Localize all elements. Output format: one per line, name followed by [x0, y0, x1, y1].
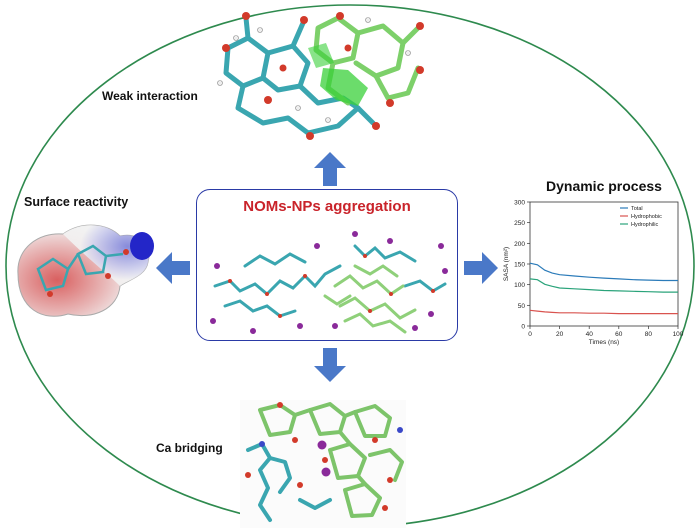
arrow-up	[314, 152, 346, 186]
aggregation-title: NOMs-NPs aggregation	[243, 198, 411, 215]
series-line-hydrophilic	[529, 278, 678, 293]
y-tick-label: 50	[518, 303, 526, 310]
plot-frame	[529, 201, 679, 327]
y-tick-label: 100	[514, 282, 525, 289]
y-axis-label: SASA (nm²)	[503, 247, 510, 281]
aggregation-panel: NOMs-NPs aggregation	[196, 189, 458, 341]
dynamic-process-title: Dynamic process	[546, 178, 662, 194]
arrow-down	[314, 348, 346, 382]
series-line-hydrophobic	[529, 309, 678, 315]
x-tick-label: 0	[528, 331, 532, 338]
y-tick-label: 150	[514, 262, 525, 269]
x-tick-label: 80	[645, 331, 653, 338]
x-tick-label: 40	[586, 331, 594, 338]
surface-reactivity-label: Surface reactivity	[24, 195, 129, 209]
aggregation-molecule-image	[210, 231, 448, 334]
arrow-left	[156, 252, 190, 284]
y-tick-label: 200	[514, 241, 525, 248]
y-tick-label: 0	[521, 324, 525, 331]
legend-label: Hydrophilic	[631, 222, 658, 228]
arrow-right	[464, 252, 498, 284]
surface-reactivity-image	[17, 224, 154, 317]
ca-bridging-image	[240, 400, 406, 528]
x-tick-label: 100	[673, 331, 684, 338]
x-tick-label: 60	[615, 331, 623, 338]
legend-label: Total	[631, 206, 643, 212]
ca-bridging-label: Ca bridging	[156, 441, 223, 455]
x-tick-label: 20	[556, 331, 564, 338]
weak-interaction-label: Weak interaction	[102, 89, 198, 103]
y-tick-label: 250	[514, 220, 525, 227]
x-axis-label: Times (ns)	[589, 339, 619, 346]
weak-interaction-molecule-image	[217, 12, 424, 140]
series-line-total	[529, 262, 678, 282]
y-tick-label: 300	[514, 200, 525, 207]
legend-label: Hydrophobic	[631, 214, 662, 220]
